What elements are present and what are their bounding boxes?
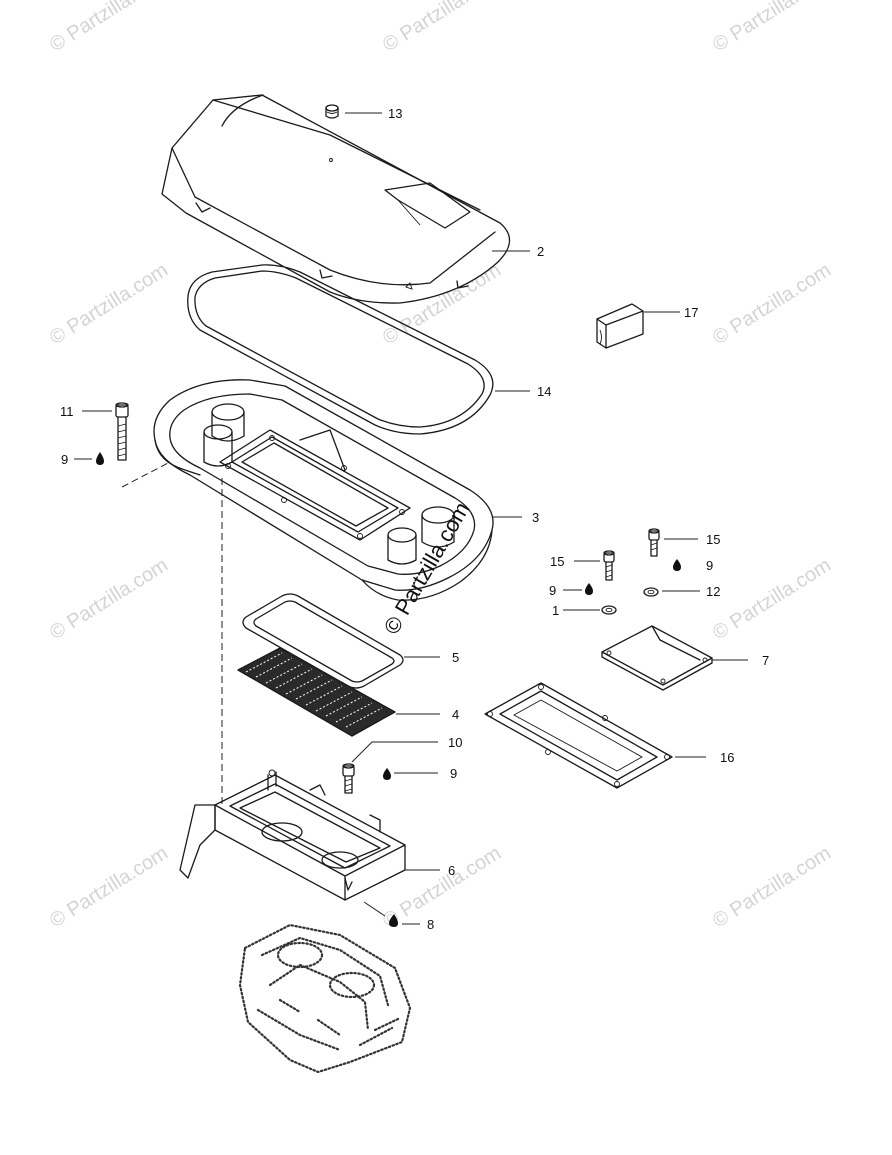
watermark: © Partzilla.com (46, 842, 172, 932)
part-3-base (153, 379, 494, 601)
callout-12: 12 (706, 584, 720, 599)
callout-9: 9 (549, 583, 556, 598)
drop-icon (96, 452, 104, 465)
part-6-adapter (179, 769, 406, 901)
callout-11: 11 (60, 404, 74, 419)
callout-5: 5 (452, 650, 459, 665)
callout-9: 9 (706, 558, 713, 573)
callout-8: 8 (427, 917, 434, 932)
part-11-bolt (115, 402, 129, 461)
callout-15: 15 (550, 554, 564, 569)
drop-icon (383, 768, 391, 780)
part-2-cover (161, 94, 511, 304)
callout-14: 14 (537, 384, 551, 399)
drop-icon (585, 583, 593, 595)
engine-reference (238, 923, 412, 1074)
callout-16: 16 (720, 750, 734, 765)
callout-4: 4 (452, 707, 459, 722)
drop-icon (673, 559, 681, 571)
watermark: © Partzilla.com (379, 842, 505, 932)
watermark: © Partzilla.com (46, 0, 172, 56)
watermark: © Partzilla.com (709, 842, 835, 932)
leader-lines (74, 112, 748, 925)
part-1-washer (601, 605, 617, 615)
watermark-layer: © Partzilla.com © Partzilla.com © Partzi… (46, 0, 835, 932)
callout-1: 1 (552, 603, 559, 618)
part-4-screen (237, 647, 396, 737)
callout-7: 7 (762, 653, 769, 668)
part-10-bolt (342, 763, 355, 794)
callout-2: 2 (537, 244, 544, 259)
part-12-lock-washer (643, 587, 659, 597)
part-15-screw (603, 550, 615, 581)
watermark: © Partzilla.com (379, 0, 505, 56)
callout-6: 6 (448, 863, 455, 878)
callout-labels: 13 2 17 14 11 9 3 15 9 15 9 12 1 7 5 4 1… (60, 106, 769, 932)
watermark: © Partzilla.com (46, 554, 172, 644)
callout-9: 9 (61, 452, 68, 467)
alignment-line (121, 461, 171, 488)
part-14-gasket (187, 264, 494, 435)
callout-17: 17 (684, 305, 698, 320)
part-13-grommet (325, 104, 339, 119)
part-5-gasket (242, 593, 404, 689)
callout-15: 15 (706, 532, 720, 547)
part-15-screw (648, 528, 660, 557)
part-7-plate (601, 625, 713, 691)
watermark: © Partzilla.com (709, 259, 835, 349)
part-16-gasket (484, 682, 673, 789)
drop-icon (389, 914, 398, 927)
callout-9: 9 (450, 766, 457, 781)
watermark: © Partzilla.com (709, 0, 835, 56)
callout-13: 13 (388, 106, 402, 121)
watermark: © Partzilla.com (709, 554, 835, 644)
callout-10: 10 (448, 735, 462, 750)
callout-3: 3 (532, 510, 539, 525)
part-17-clip (596, 303, 644, 349)
watermark: © Partzilla.com (379, 259, 505, 349)
watermark: © Partzilla.com (46, 259, 172, 349)
